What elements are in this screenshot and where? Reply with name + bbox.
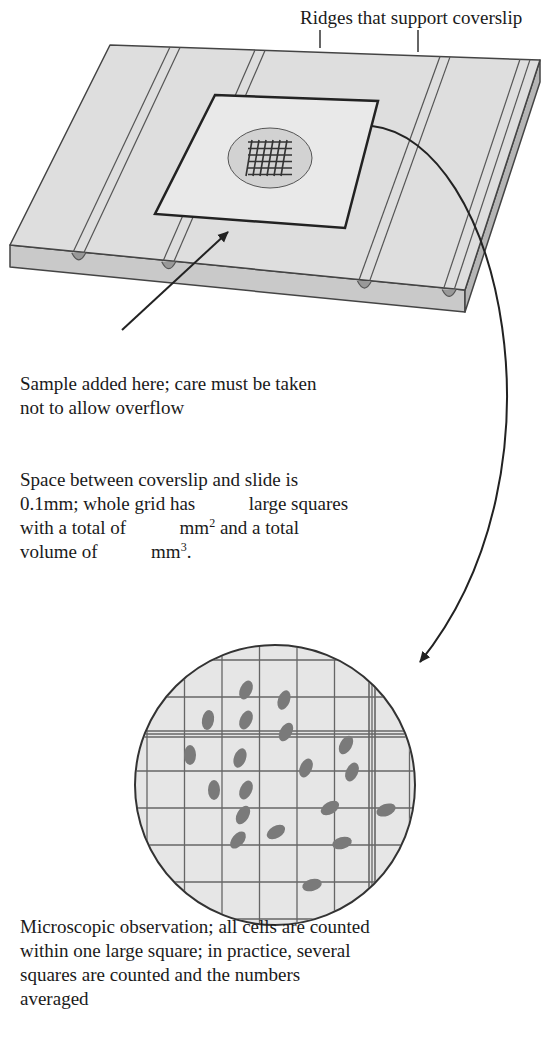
grid-line (260, 140, 266, 176)
microscope-field (135, 645, 415, 925)
grid-line (368, 640, 370, 930)
groove-notch (72, 253, 86, 260)
cell (342, 760, 361, 783)
groove-line (359, 57, 440, 280)
cell (275, 689, 293, 712)
groove-notch (162, 262, 176, 269)
grid-line (130, 733, 420, 734)
note-text: Sample added here; care must be taken no… (20, 372, 320, 420)
note-paragraph: Space between coverslip and slide is 0.1… (20, 468, 355, 564)
ridge-grooves (72, 47, 530, 296)
superscript: 2 (209, 516, 215, 530)
cell (264, 822, 287, 842)
groove-line (84, 47, 180, 252)
cell (301, 877, 323, 894)
pointer-arrow (122, 232, 228, 330)
cell (236, 678, 255, 701)
grid-line (253, 140, 259, 176)
grid-line (259, 640, 260, 930)
cell (227, 828, 249, 851)
grid-line (267, 140, 273, 176)
grid-line (334, 640, 335, 930)
magnify-arrow (372, 126, 507, 662)
grid-lines (130, 640, 420, 930)
grid-line (130, 730, 420, 732)
grid-line (221, 640, 222, 930)
grid-line (146, 640, 147, 930)
groove-line (444, 59, 520, 288)
grid-line (130, 659, 420, 660)
cell (208, 780, 220, 800)
leader-line (319, 30, 321, 48)
note-text: . (187, 541, 192, 562)
grid-line (130, 844, 420, 845)
grid-line (281, 140, 287, 176)
cell (233, 803, 253, 826)
part-label: Ridges that support coverslip (300, 6, 540, 30)
grid-line (248, 174, 292, 176)
cell (236, 778, 255, 801)
grid-line (130, 736, 420, 738)
note-text: mm (151, 541, 181, 562)
groove-line (370, 57, 450, 281)
cell (184, 745, 196, 765)
blank-space (131, 516, 175, 534)
blank-space (102, 540, 146, 558)
note-text: mm (180, 517, 210, 538)
groove-notch (442, 289, 456, 296)
cell (318, 798, 341, 818)
coverslip (155, 95, 378, 228)
grid-line (246, 140, 252, 176)
cell (296, 756, 315, 779)
grid-line (130, 770, 420, 771)
grid-line (409, 640, 410, 930)
cell (375, 801, 398, 819)
cell (200, 709, 215, 731)
microscope-field-border (135, 645, 415, 925)
grid-line (296, 640, 297, 930)
grid-line (274, 140, 280, 176)
superscript: 3 (181, 540, 187, 554)
counting-grid (246, 140, 292, 176)
blank-space (200, 492, 244, 510)
grid-line (248, 161, 292, 163)
caption-note: Microscopic observation; all cells are c… (20, 915, 370, 1011)
grid-line (248, 141, 292, 143)
grid-line (184, 640, 185, 930)
sample-drop (228, 128, 312, 188)
cell (231, 747, 249, 770)
cells (184, 678, 397, 893)
groove-line (454, 60, 530, 289)
cell (236, 708, 255, 731)
cell (336, 733, 356, 756)
cell (331, 835, 353, 852)
leader-line (417, 30, 419, 52)
groove-line (73, 47, 170, 251)
grid-line (248, 167, 292, 169)
groove-notch (357, 281, 371, 288)
grid-line (130, 696, 420, 697)
counting-slide (10, 45, 540, 312)
grid-line (374, 640, 376, 930)
cell (276, 720, 296, 743)
grid-line (130, 807, 420, 808)
